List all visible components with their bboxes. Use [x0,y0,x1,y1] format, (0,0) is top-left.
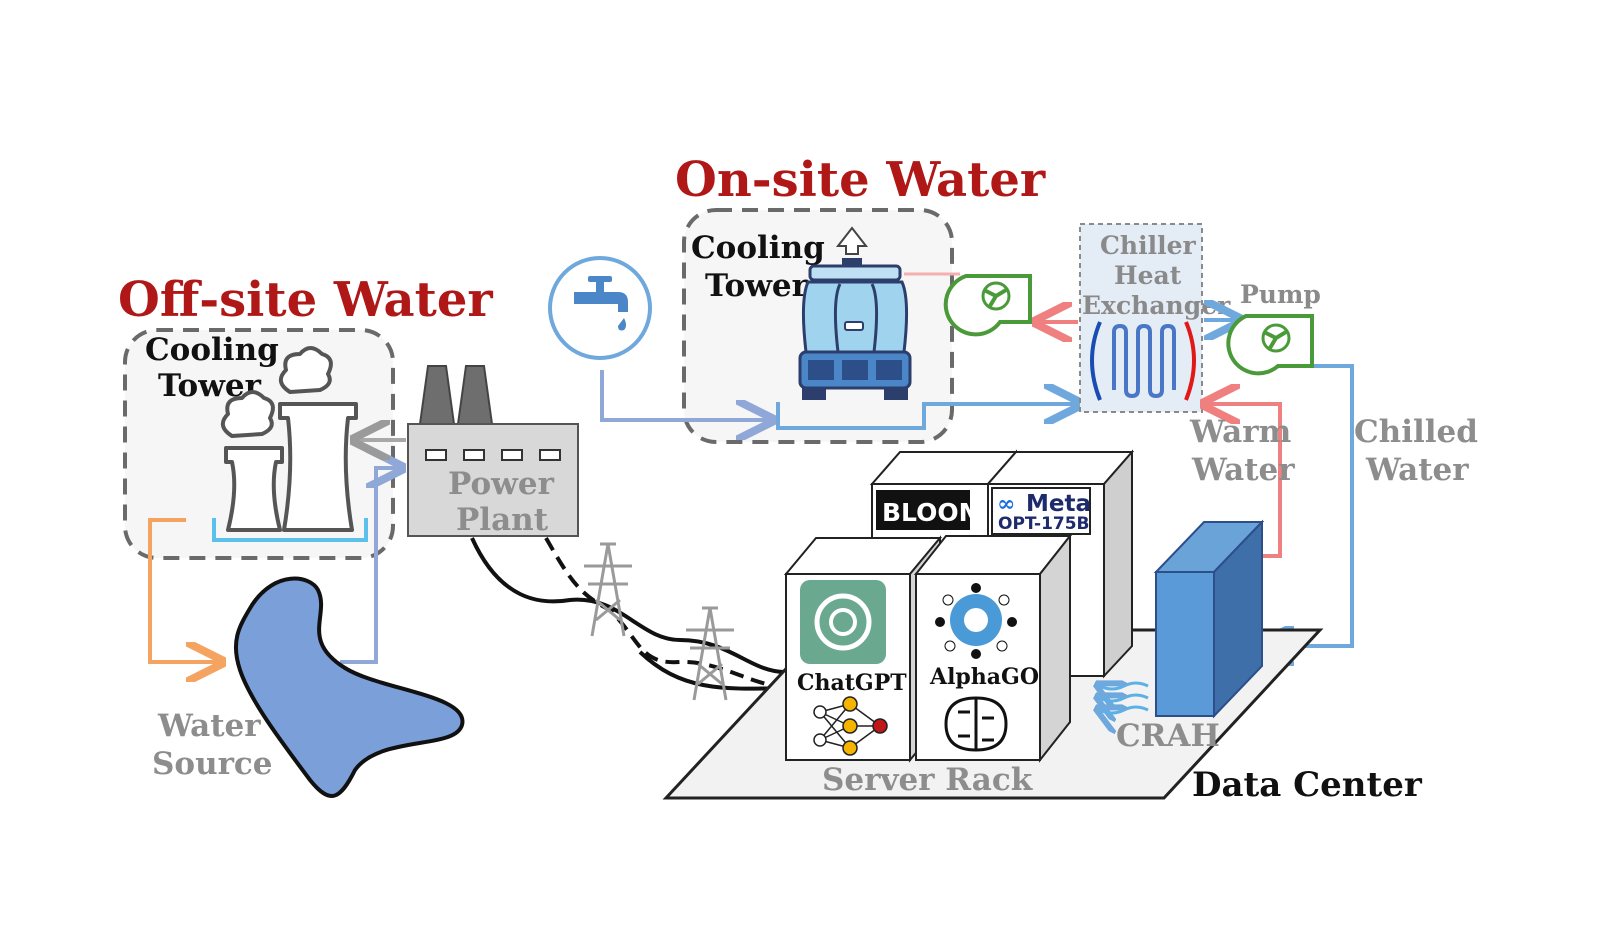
chiller-label-line2: Heat [1114,261,1182,290]
data-center-label: Data Center [1192,765,1423,805]
onsite-tower-label-line2: Tower [705,268,809,304]
chatgpt-label: ChatGPT [797,670,907,696]
chilled-water-line [1262,364,1354,646]
offsite-title: Off-site Water [118,272,493,328]
chiller-label-line1: Chiller [1100,231,1196,260]
heat-exchanger-coil-icon [1090,321,1196,401]
chiller-heat-exchanger-box [1079,223,1203,413]
warm-water-label-line2: Water [1191,452,1295,488]
server-rack-label: Server Rack [822,762,1034,798]
chatgpt-logo-icon [800,580,886,664]
water-source-label-line1: Water [157,708,261,744]
power-line-solid-2 [638,650,786,691]
airflow-icon [1100,683,1149,713]
bloom-logo-text: BLOOM [882,498,983,527]
pump-icon-loop [1226,314,1314,376]
onsite-tower-label-line1: Cooling [691,230,825,266]
onsite-cooling-tower-icon [798,226,912,400]
pump-icon-tower [943,274,1032,337]
chilled-water-label-line1: Chilled [1354,414,1478,450]
offsite-basin-water [212,518,368,542]
faucet-to-tower-arrow [600,370,768,420]
water-source-lake [234,576,465,798]
intake-flow-arrow [340,468,398,664]
crah-unit [1153,519,1265,719]
faucet-icon [548,256,652,360]
alphago-logo-icon [935,583,1017,659]
transmission-tower-icon-1 [584,542,632,637]
orange-flow-arrow [148,518,218,662]
crah-label: CRAH [1116,718,1220,754]
meta-logo-text: Meta [1026,491,1091,517]
brain-icon [944,696,1008,752]
server-rack-front-right [913,533,1073,763]
neural-network-icon [813,696,888,756]
alphago-label: AlphaGO [929,664,1039,690]
power-line-dashed [544,537,786,688]
meta-model-text: OPT-175B [998,514,1090,534]
chilled-water-label-line2: Water [1365,452,1469,488]
power-plant-label-line1: Power [448,466,555,502]
power-plant-label-line2: Plant [456,502,549,538]
transmission-tower-icon-2 [686,606,734,701]
water-source-label-line2: Source [152,746,273,782]
power-line-solid-1 [470,537,786,674]
cooling-tower-icon [220,346,358,532]
onsite-title: On-site Water [675,152,1046,208]
offsite-tower-label-line1: Cooling [145,332,279,368]
warm-water-line [1208,404,1282,558]
pump-label: Pump [1240,280,1321,309]
tower-basin-to-chiller-arrow [776,402,1076,430]
meta-infinity-icon: ∞ [997,491,1015,517]
power-plant-icon [407,365,579,537]
warm-water-label-line1: Warm [1189,414,1292,450]
chiller-label-line3: Exchanger [1082,291,1231,320]
